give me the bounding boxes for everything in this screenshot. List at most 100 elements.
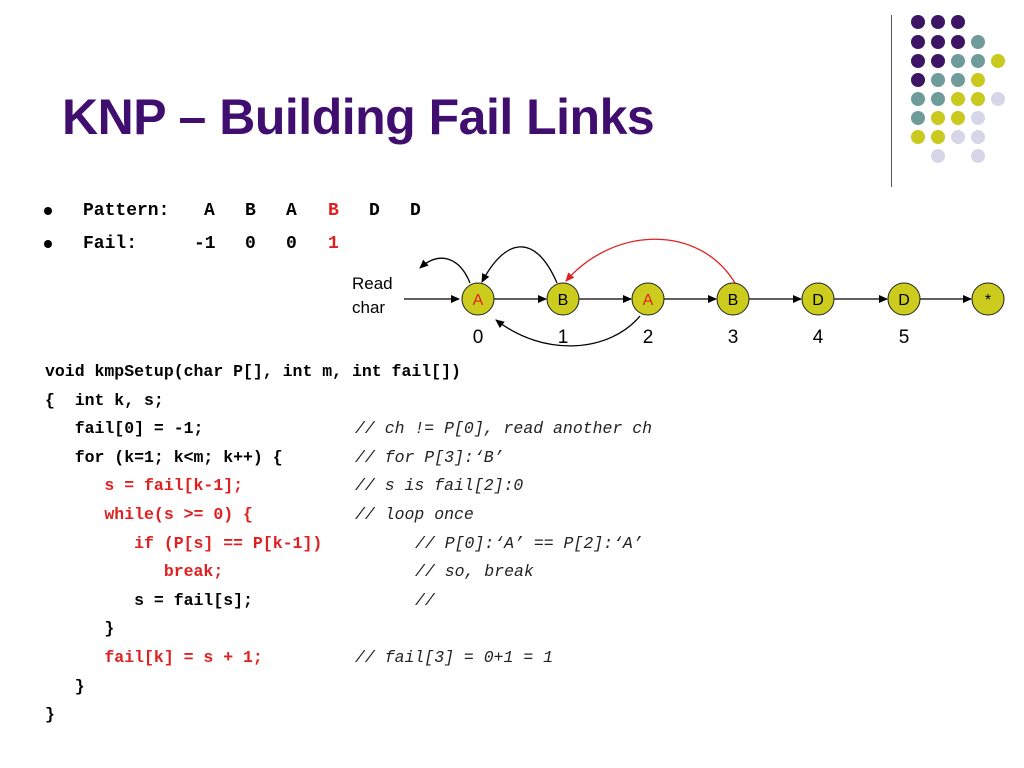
code-line: break;// so, break xyxy=(45,562,985,586)
code-line: s = fail[s]; // xyxy=(45,591,985,615)
code-statement: for (k=1; k<m; k++) { xyxy=(45,447,283,467)
code-statement: } xyxy=(45,619,115,639)
decorative-dot xyxy=(951,92,965,106)
state-label: B xyxy=(728,292,739,309)
fail-value: 0 xyxy=(286,234,297,254)
decorative-dot xyxy=(951,130,965,144)
code-line: while(s >= 0) {// loop once xyxy=(45,505,985,529)
state-label: D xyxy=(812,292,824,309)
code-line: for (k=1; k<m; k++) { // for P[3]:‘B’ xyxy=(45,448,985,472)
decorative-dot xyxy=(911,111,925,125)
state-circle xyxy=(546,282,580,316)
fail-link-arrow-highlight xyxy=(565,238,736,284)
state-label: A xyxy=(643,292,654,309)
code-statement: s = fail[s]; xyxy=(45,590,253,610)
state-node: A0 xyxy=(461,282,495,348)
code-statement: void kmpSetup(char P[], int m, int fail[… xyxy=(45,362,461,381)
decorative-dot-grid xyxy=(911,15,1005,163)
state-index: 4 xyxy=(813,327,824,348)
pattern-value-highlight: B xyxy=(328,201,339,221)
code-comment: // ch != P[0], read another ch xyxy=(355,419,653,439)
code-comment: // for P[3]:‘B’ xyxy=(355,447,504,467)
state-circle xyxy=(461,282,495,316)
decorative-dot xyxy=(931,35,945,49)
code-line: fail[k] = s + 1;// fail[3] = 0+1 = 1 xyxy=(45,648,985,672)
decorative-dot xyxy=(911,35,925,49)
fail-link-arrow xyxy=(419,257,471,284)
code-comment: // s is fail[2]:0 xyxy=(355,476,524,496)
fail-value: -1 xyxy=(194,234,216,254)
decorative-dot xyxy=(971,73,985,87)
state-index: 1 xyxy=(558,327,569,348)
code-line: { int k, s; xyxy=(45,391,985,415)
decorative-dot xyxy=(951,73,965,87)
decorative-dot xyxy=(931,130,945,144)
state-circle xyxy=(801,282,835,316)
state-circle xyxy=(887,282,921,316)
state-index: 3 xyxy=(728,327,739,348)
pattern-value: B xyxy=(245,201,256,221)
code-comment: // loop once xyxy=(355,505,474,524)
state-index: 0 xyxy=(473,327,484,348)
decorative-dot xyxy=(911,15,925,29)
decorative-dot xyxy=(911,92,925,106)
pattern-value: D xyxy=(369,201,380,221)
state-circle xyxy=(971,282,1005,316)
state-node: B3 xyxy=(716,282,750,348)
pattern-value: D xyxy=(410,201,421,221)
decorative-dot xyxy=(931,54,945,68)
fail-label: Fail: xyxy=(83,234,138,254)
state-node: A2 xyxy=(631,282,665,348)
state-circle xyxy=(716,282,750,316)
fail-value: 0 xyxy=(245,234,256,254)
decorative-dot xyxy=(951,111,965,125)
decorative-dot xyxy=(931,111,945,125)
state-circle xyxy=(631,282,665,316)
code-statement: { int k, s; xyxy=(45,390,164,410)
diagram-edges xyxy=(404,238,972,347)
decorative-dot xyxy=(951,15,965,29)
code-statement: } xyxy=(45,676,85,696)
fail-link-arrow xyxy=(495,315,641,347)
decorative-dot xyxy=(951,35,965,49)
read-char-label-line2: char xyxy=(352,298,385,317)
code-line: } xyxy=(45,619,985,643)
code-comment: // P[0]:‘A’ == P[2]:‘A’ xyxy=(415,533,643,553)
state-node: * xyxy=(971,282,1005,316)
decorative-dot xyxy=(931,149,945,163)
state-index: 2 xyxy=(643,327,654,348)
state-label: B xyxy=(558,292,569,309)
code-comment: // xyxy=(415,590,435,610)
decorative-dot xyxy=(971,35,985,49)
state-node: D5 xyxy=(887,282,921,348)
pattern-value: A xyxy=(204,201,215,221)
pattern-label: Pattern: xyxy=(83,201,170,221)
fail-link-arrow xyxy=(481,246,558,284)
code-line: } xyxy=(45,677,985,701)
state-node: B1 xyxy=(546,282,580,348)
decorative-divider-line xyxy=(891,15,892,187)
code-comment: // fail[3] = 0+1 = 1 xyxy=(355,648,554,667)
code-line: s = fail[k-1];// s is fail[2]:0 xyxy=(45,476,985,500)
code-line: if (P[s] == P[k-1])// P[0]:‘A’ == P[2]:‘… xyxy=(45,534,985,558)
state-index: 5 xyxy=(899,327,910,348)
bullet-icon xyxy=(44,207,52,215)
decorative-dot xyxy=(931,15,945,29)
decorative-dot xyxy=(971,92,985,106)
code-line: fail[0] = -1; // ch != P[0], read another… xyxy=(45,419,985,443)
state-node: D4 xyxy=(801,282,835,348)
state-label: * xyxy=(985,292,991,309)
code-statement: break; xyxy=(45,562,224,582)
state-label: D xyxy=(898,292,910,309)
decorative-dot xyxy=(991,54,1005,68)
decorative-dot xyxy=(971,54,985,68)
read-char-label-line1: Read xyxy=(352,274,393,293)
code-statement: fail[0] = -1; xyxy=(45,419,204,439)
decorative-dot xyxy=(911,73,925,87)
decorative-dot xyxy=(971,149,985,163)
code-line: } xyxy=(45,705,985,729)
code-statement: } xyxy=(45,705,55,725)
decorative-dot xyxy=(991,92,1005,106)
